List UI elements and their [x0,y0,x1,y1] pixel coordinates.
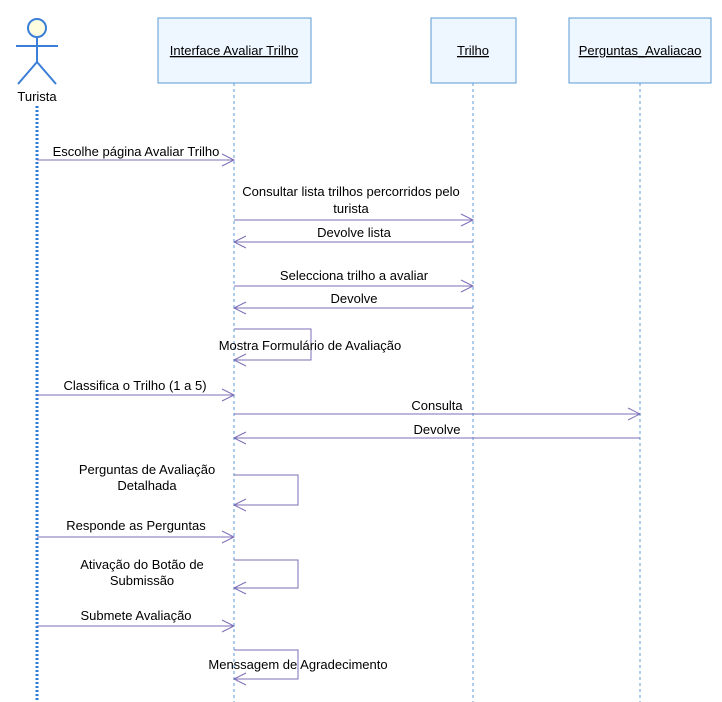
arrow-right-icon [221,388,236,402]
message-devolve-perguntas: Devolve [232,422,640,445]
message-label: Menssagem de Agradecimento [208,657,387,672]
message-selecciona-trilho: Selecciona trilho a avaliar [234,268,475,293]
message-label: Consultar lista trilhos percorridos pelo [242,184,459,199]
message-label: Devolve [414,422,461,437]
message-label: Escolhe página Avaliar Trilho [53,144,220,159]
participant-interface: Interface Avaliar Trilho [157,17,312,84]
message-consultar-lista: Consultar lista trilhos percorridos pelo… [234,184,475,227]
actor-turista: Turista [16,18,58,104]
participant-box [568,17,712,84]
participant-label: Trilho [457,43,489,58]
message-perguntas-detalhada: Perguntas de Avaliação Detalhada [79,462,299,512]
participant-label: Perguntas_Avaliacao [579,43,702,58]
message-label: Submissão [110,573,174,588]
message-label: Devolve [331,291,378,306]
arrow-right-icon [221,619,236,633]
self-message-line [234,328,312,361]
message-label: Mostra Formulário de Avaliação [219,338,402,353]
arrow-right-icon [460,213,475,227]
participant-box [157,17,312,84]
arrow-right-icon [460,279,475,293]
message-label: Detalhada [117,478,177,493]
actor-label: Turista [17,89,57,104]
message-label: Submete Avaliação [80,608,191,623]
message-label: Selecciona trilho a avaliar [280,268,429,283]
message-consulta: Consulta [234,398,642,421]
self-message-line [234,559,299,589]
participant-box [430,17,517,84]
message-submete-avaliacao: Submete Avaliação [37,608,236,633]
message-label: Responde as Perguntas [66,518,206,533]
arrow-left-icon [232,581,247,595]
self-message-line [234,474,299,506]
arrow-left-icon [232,301,247,315]
message-responde-perguntas: Responde as Perguntas [37,518,236,544]
message-mostra-formulario: Mostra Formulário de Avaliação [219,328,402,367]
message-label: Perguntas de Avaliação [79,462,215,477]
arrow-left-icon [232,353,247,367]
message-label: turista [333,201,369,216]
arrow-left-icon [232,672,247,686]
participant-label: Interface Avaliar Trilho [170,43,298,58]
arrow-left-icon [232,235,247,249]
actor-head-icon [27,18,47,38]
arrow-right-icon [627,407,642,421]
participant-perguntas: Perguntas_Avaliacao [568,17,712,84]
arrow-right-icon [221,153,236,167]
message-agradecimento: Menssagem de Agradecimento [208,649,388,686]
message-label: Consulta [411,398,463,413]
participant-trilho: Trilho [430,17,517,84]
message-label: Ativação do Botão de [80,557,204,572]
arrow-left-icon [232,498,247,512]
arrow-right-icon [221,530,236,544]
actor-leg-right [36,61,57,85]
message-label: Devolve lista [317,225,391,240]
message-devolve-lista: Devolve lista [232,225,473,249]
message-label: Classifica o Trilho (1 a 5) [63,378,206,393]
message-classifica-trilho: Classifica o Trilho (1 a 5) [37,378,236,402]
arrow-left-icon [232,431,247,445]
self-message-line [234,649,299,680]
message-devolve-trilho: Devolve [232,291,473,315]
actor-leg-left [17,61,38,85]
message-ativacao-botao: Ativação do Botão de Submissão [80,557,299,595]
message-escolhe-pagina: Escolhe página Avaliar Trilho [37,144,236,167]
